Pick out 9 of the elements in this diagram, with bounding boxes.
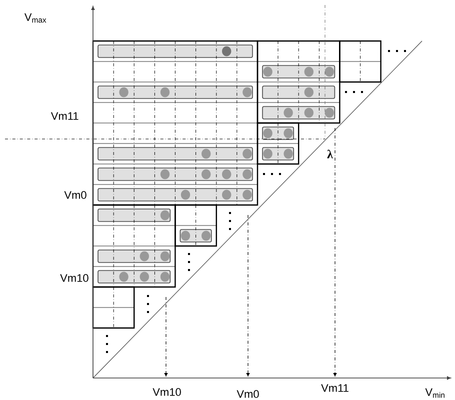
axis-label: Vm10: [152, 388, 181, 396]
axis-label: Vm0: [64, 191, 86, 199]
axis-label: Vm10: [60, 274, 88, 282]
axis-label: λ: [327, 150, 333, 158]
axis-label: Vm0: [236, 390, 259, 398]
axis-label: V$_{max}$: [24, 13, 46, 23]
axis-label: V$_{min}$: [425, 388, 444, 398]
axis-label: Vm11: [321, 384, 348, 392]
axis-label: Vm11: [50, 112, 78, 120]
